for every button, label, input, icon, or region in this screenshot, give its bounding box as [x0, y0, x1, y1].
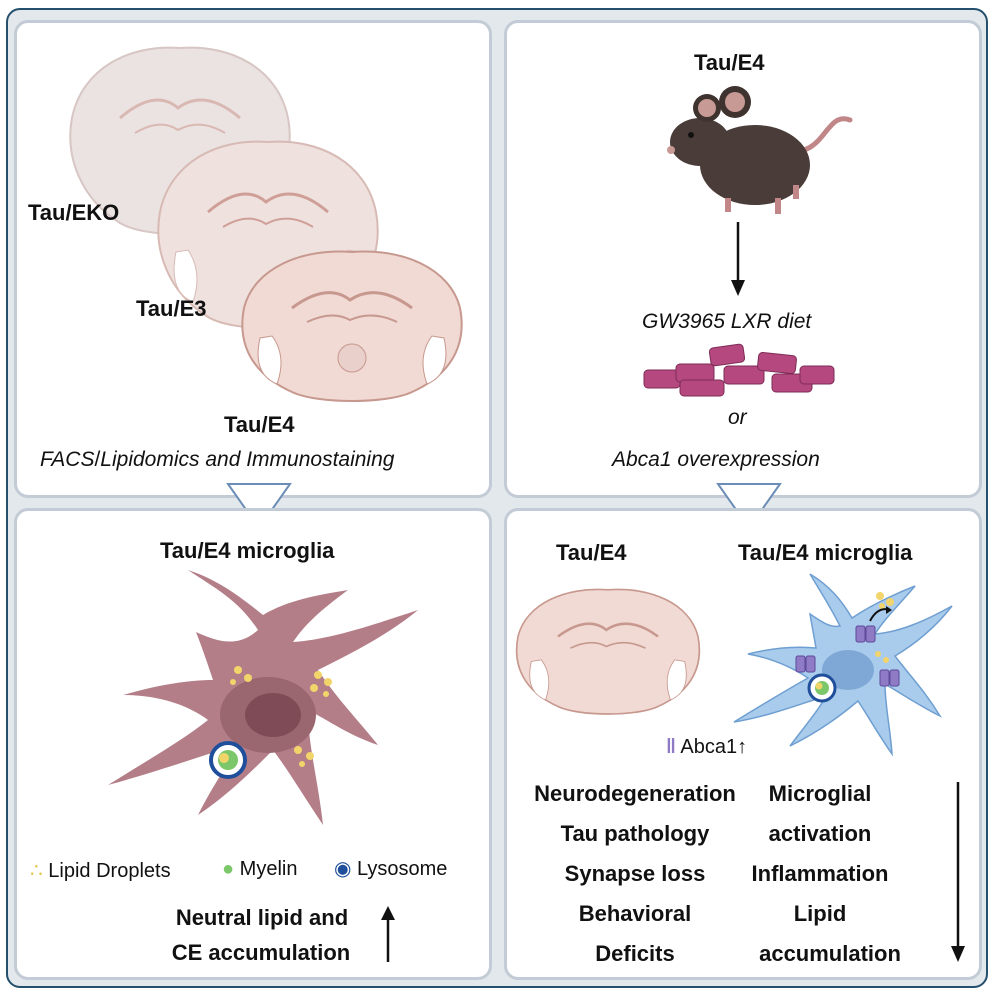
brain-title-right: Tau/E4 [556, 540, 627, 565]
lysosome-icon: ◉ [334, 858, 352, 880]
connector-arrow-left [226, 483, 292, 530]
outcome-left-2: Synapse loss [564, 861, 706, 886]
down-arrow-icon [731, 222, 745, 296]
microglia-blue-icon [733, 573, 953, 757]
caption-facs: FACS [40, 448, 95, 471]
diet-label: GW3965 LXR diet [642, 310, 812, 333]
panel-bottom-right [504, 508, 982, 980]
overexpression-label: Abca1 overexpression [612, 448, 820, 471]
mouse-title: Tau/E4 [694, 50, 765, 75]
label-tau-e3: Tau/E3 [136, 296, 207, 321]
microglia-title-left: Tau/E4 microglia [160, 538, 335, 563]
legend-lipid-label: Lipid Droplets [48, 860, 171, 882]
outcome-left-0: Neurodegeneration [534, 781, 736, 806]
outcome-right-3: Lipid [793, 901, 847, 926]
abca1-transporter-icon: ‖ [666, 736, 676, 758]
label-tau-eko: Tau/EKO [28, 200, 120, 225]
outcome-left-4: Deficits [595, 941, 675, 966]
microglia-pink-icon [108, 570, 418, 825]
microglia-title-right: Tau/E4 microglia [738, 540, 913, 565]
result-left-line2: CE accumulation [171, 940, 351, 965]
or-label: or [728, 406, 747, 429]
brain-slice-right [515, 588, 701, 715]
down-outcome-arrow-icon [951, 782, 965, 962]
caption-lipidomics: Lipidomics and Immunostaining [100, 448, 395, 471]
abca1-label: Abca1 [680, 736, 738, 758]
mouse-icon [667, 86, 853, 214]
legend-myelin-label: Myelin [239, 858, 298, 880]
outcome-left-3: Behavioral [578, 901, 692, 926]
result-left-line1: Neutral lipid and [175, 905, 349, 930]
lipid-droplets-icon: ∴ [30, 860, 43, 882]
outcome-left-1: Tau pathology [560, 821, 710, 846]
brain-slice-e4 [241, 250, 463, 402]
legend-myelin: ● Myelin [222, 858, 297, 881]
diet-pellets-icon [643, 343, 835, 397]
connector-arrow-right [716, 483, 782, 530]
outcome-right-2: Inflammation [751, 861, 889, 886]
myelin-icon: ● [222, 858, 235, 880]
abca1-up-arrow-icon: ↑ [737, 736, 748, 758]
caption-slash: / [94, 448, 101, 471]
outcome-right-1: activation [768, 821, 872, 846]
methods-caption: FACS/Lipidomics and Immunostaining [40, 448, 394, 472]
up-arrow-icon [381, 906, 395, 962]
legend-lysosome-label: Lysosome [357, 858, 448, 880]
label-tau-e4: Tau/E4 [224, 412, 295, 437]
outcome-right-0: Microglial [768, 781, 872, 806]
abca1-legend: ‖ Abca1↑ [666, 736, 747, 759]
outcome-right-4: accumulation [759, 941, 901, 966]
legend-lipid: ∴ Lipid Droplets [30, 858, 171, 883]
legend-lysosome: ◉ Lysosome [334, 856, 447, 881]
